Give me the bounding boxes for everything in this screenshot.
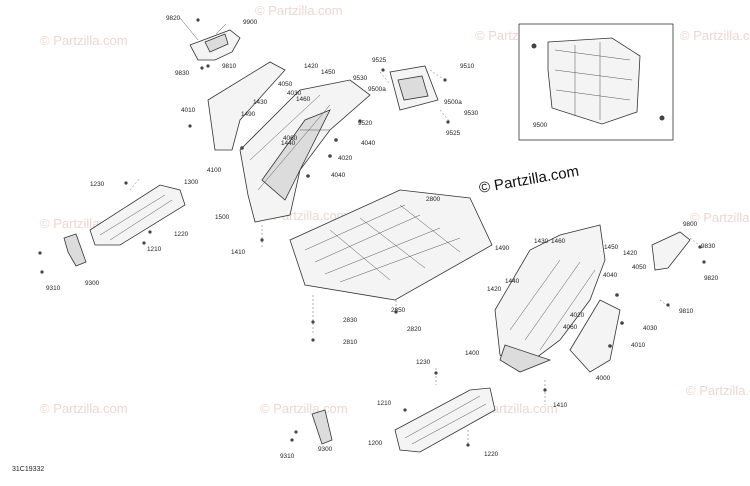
callout-1460: 1460 xyxy=(551,238,566,245)
callout-9310: 9310 xyxy=(46,285,61,292)
rack-assembly xyxy=(547,37,641,125)
callout-4040: 4040 xyxy=(603,272,618,279)
callout-1420: 1420 xyxy=(487,286,502,293)
part-9300-left: 9310 9300 xyxy=(38,233,100,292)
callout-4050: 4050 xyxy=(632,264,647,271)
part-9300-bottom: 9310 9300 xyxy=(280,409,333,460)
watermark-layer: © Partzilla.com © Partzilla.com © Partzi… xyxy=(40,3,750,416)
part-1500-group: 1420 1450 4050 1460 4030 1430 1490 4010 … xyxy=(181,61,376,256)
callout-9830: 9830 xyxy=(701,243,716,250)
callout-9500: 9500 xyxy=(533,122,548,129)
callout-4030: 4030 xyxy=(643,325,658,332)
watermark: © Partzilla.com xyxy=(686,383,750,398)
part-1200-group: 1230 1210 1200 1220 xyxy=(368,359,499,458)
callout-1300: 1300 xyxy=(184,179,199,186)
callout-2810: 2810 xyxy=(343,339,358,346)
callout-4050: 4050 xyxy=(278,81,293,88)
watermark: © Partzilla.com xyxy=(255,3,343,18)
callout-1200: 1200 xyxy=(368,440,383,447)
callout-9500a: 9500a xyxy=(444,99,462,106)
center-watermark: © Partzilla.com xyxy=(478,163,580,197)
callout-1430: 1430 xyxy=(534,238,549,245)
callout-1210: 1210 xyxy=(147,246,162,253)
callout-9310: 9310 xyxy=(280,453,295,460)
callout-9900: 9900 xyxy=(243,19,258,26)
callout-1440: 1440 xyxy=(281,140,296,147)
callout-1230: 1230 xyxy=(90,181,105,188)
part-1400-group: 1490 1430 1460 1450 1420 1440 4040 4050 … xyxy=(465,224,658,409)
part-9500a-group: 9525 9530 9500a 9510 9520 9500a 9530 952… xyxy=(353,57,479,137)
callout-1490: 1490 xyxy=(495,245,510,252)
callout-9830: 9830 xyxy=(175,70,190,77)
callout-9800: 9800 xyxy=(683,221,698,228)
callout-4000: 4000 xyxy=(596,375,611,382)
callout-4100: 4100 xyxy=(207,167,222,174)
callout-4060: 4060 xyxy=(563,324,578,331)
callout-4030: 4030 xyxy=(287,90,302,97)
callout-9820: 9820 xyxy=(704,275,719,282)
callout-1430: 1430 xyxy=(253,99,268,106)
callout-4040: 4040 xyxy=(331,172,346,179)
callout-9520: 9520 xyxy=(358,120,373,127)
callout-4040: 4040 xyxy=(361,140,376,147)
watermark: © Partzilla.com xyxy=(690,210,750,225)
callout-4020: 4020 xyxy=(338,155,353,162)
callout-9300: 9300 xyxy=(85,280,100,287)
callout-4010: 4010 xyxy=(631,342,646,349)
watermark: © Partzilla.com xyxy=(40,33,128,48)
diagram-code: 31C19332 xyxy=(12,466,44,473)
callout-9510: 9510 xyxy=(460,63,475,70)
callout-1410: 1410 xyxy=(553,402,568,409)
callout-1440: 1440 xyxy=(505,278,520,285)
callout-1420: 1420 xyxy=(623,250,638,257)
callout-2800: 2800 xyxy=(426,196,441,203)
callout-2830: 2830 xyxy=(343,317,358,324)
callout-1230: 1230 xyxy=(416,359,431,366)
inset-box: 9500 xyxy=(518,23,674,141)
callout-9500a: 9500a xyxy=(368,86,386,93)
callout-9820: 9820 xyxy=(166,15,181,22)
part-9800-group: 9800 9830 9820 9810 xyxy=(651,221,719,315)
callout-1490: 1490 xyxy=(241,111,256,118)
callout-1450: 1450 xyxy=(321,69,336,76)
callout-9530: 9530 xyxy=(464,110,479,117)
callout-9530: 9530 xyxy=(353,75,368,82)
callout-1450: 1450 xyxy=(604,244,619,251)
part-2800-group: 2800 2830 2810 2850 2820 xyxy=(289,189,493,346)
callout-9300: 9300 xyxy=(318,446,333,453)
watermark: © Partzilla.com xyxy=(40,401,128,416)
callout-1220: 1220 xyxy=(484,451,499,458)
callout-1420: 1420 xyxy=(304,63,319,70)
callout-9525: 9525 xyxy=(446,130,461,137)
callout-4020: 4020 xyxy=(570,312,585,319)
callout-2820: 2820 xyxy=(407,326,422,333)
callout-9810: 9810 xyxy=(679,308,694,315)
callout-1220: 1220 xyxy=(174,231,189,238)
part-1300-group: 1230 1300 1220 1210 xyxy=(89,177,199,253)
callout-4010: 4010 xyxy=(181,107,196,114)
callout-1400: 1400 xyxy=(465,350,480,357)
watermark: © Partzilla.com xyxy=(680,28,750,43)
watermark: © Partzilla.com xyxy=(260,401,348,416)
callout-1410: 1410 xyxy=(231,249,246,256)
callout-1210: 1210 xyxy=(377,400,392,407)
part-9900-group: 9820 9900 9810 9830 xyxy=(166,15,258,77)
callout-1500: 1500 xyxy=(215,214,230,221)
callout-9525: 9525 xyxy=(372,57,387,64)
callout-2850: 2850 xyxy=(391,307,406,314)
callout-1460: 1460 xyxy=(296,96,311,103)
callout-4060: 4060 xyxy=(283,135,298,142)
callout-9810: 9810 xyxy=(222,63,237,70)
